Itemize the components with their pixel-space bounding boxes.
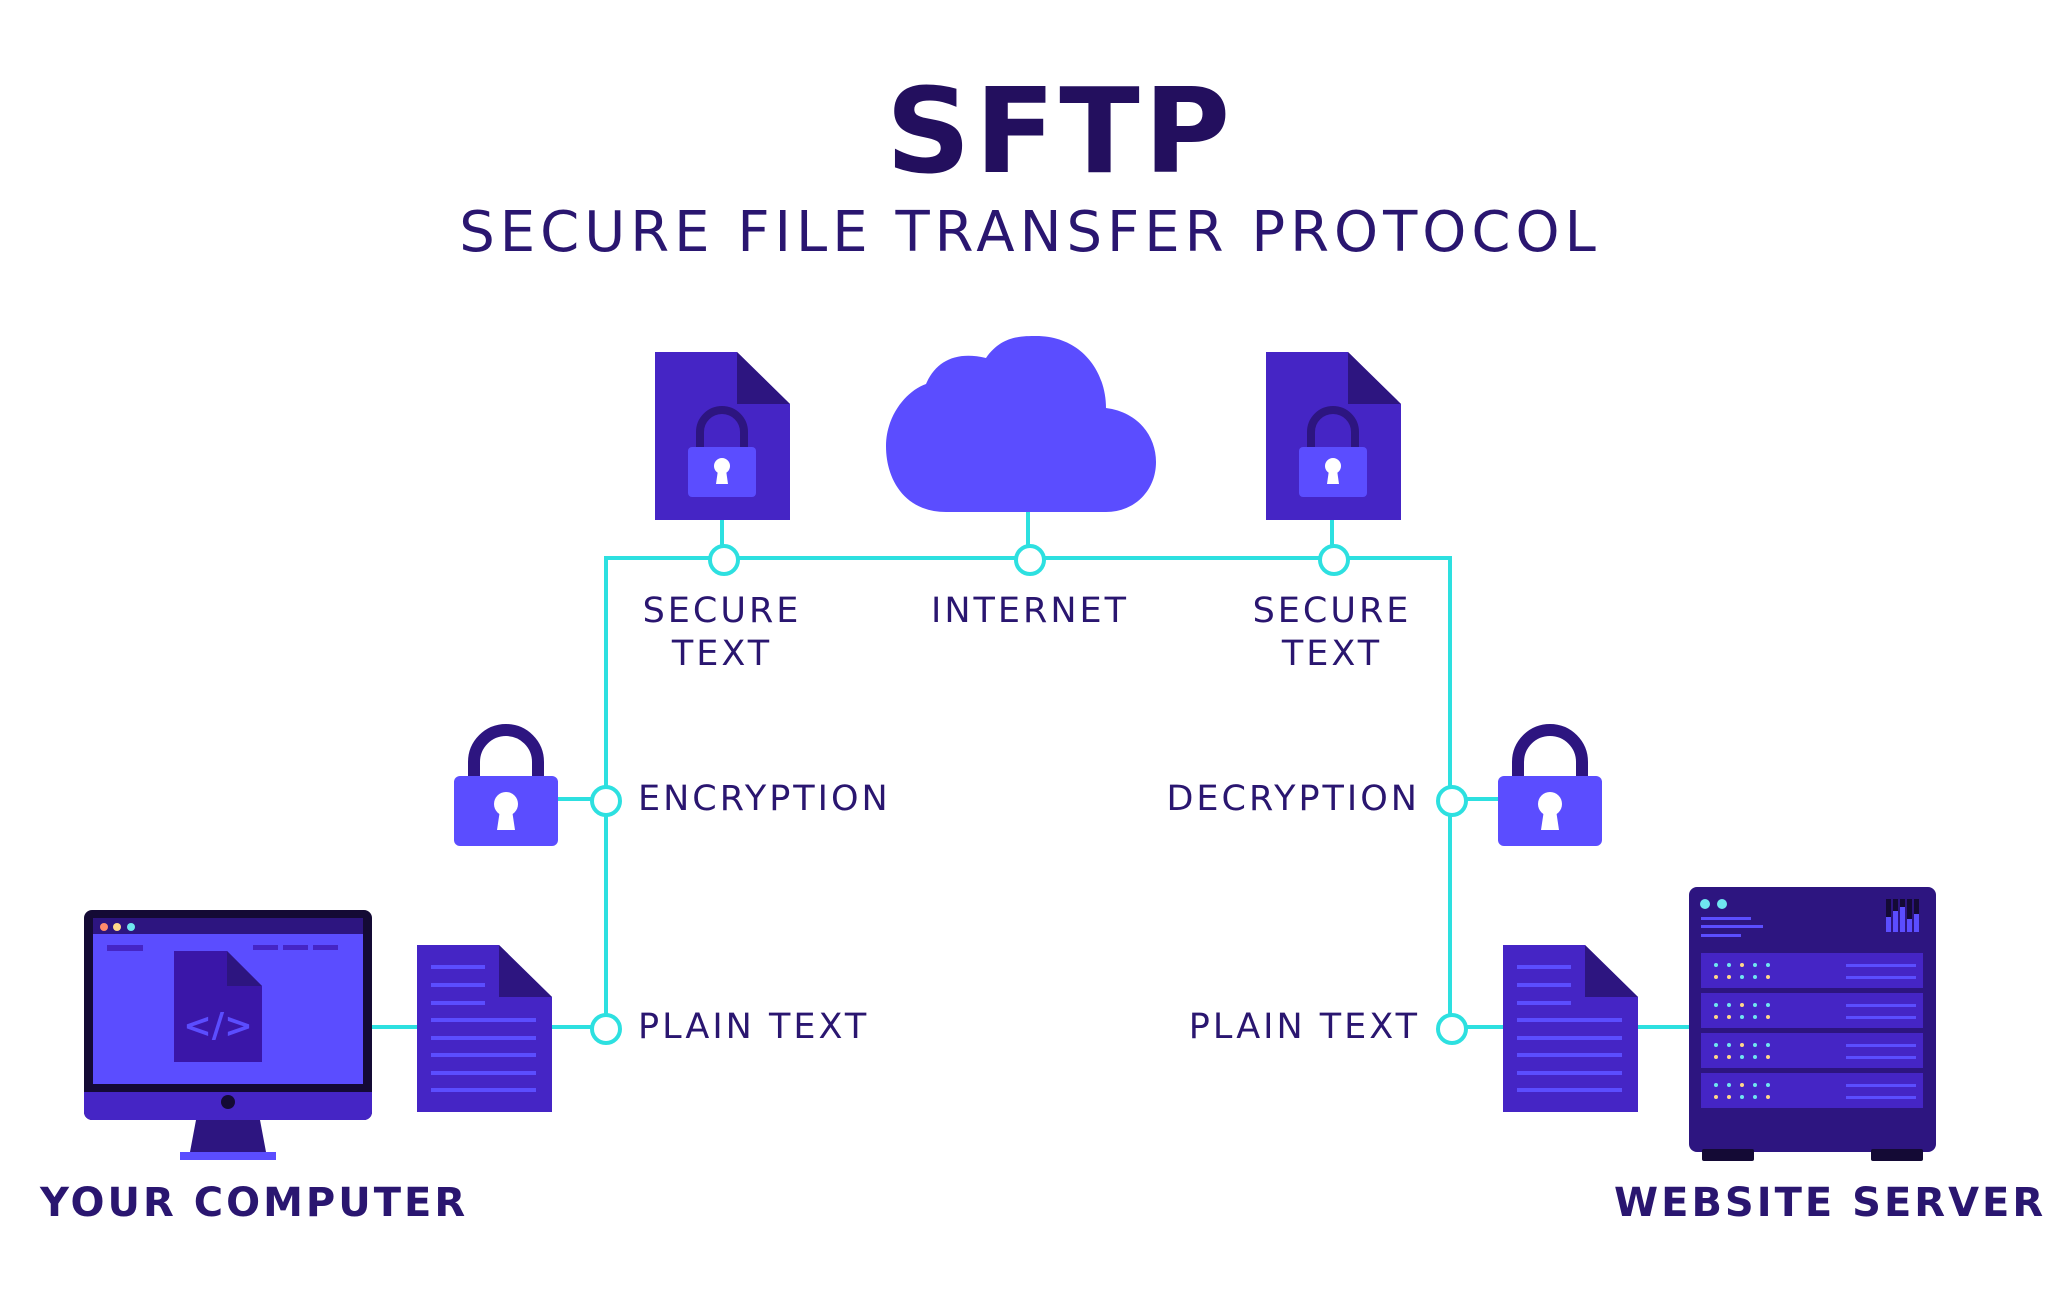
locked-file-icon (655, 352, 790, 520)
computer-icon: </> (84, 910, 372, 1160)
connector-plain-left (540, 1025, 606, 1029)
connector-plain-right (1450, 1025, 1506, 1029)
node-encryption (590, 785, 622, 817)
cloud-icon (886, 336, 1156, 512)
label-internet: INTERNET (931, 591, 1129, 631)
label-website-server: WEBSITE SERVER (1614, 1180, 2047, 1226)
node-internet (1014, 544, 1046, 576)
label-encryption: ENCRYPTION (638, 779, 891, 819)
connector-computer (368, 1025, 420, 1029)
node-secure-text-left (708, 544, 740, 576)
label-plain-text-left: PLAIN TEXT (638, 1007, 870, 1047)
connector-lock-right (1450, 797, 1500, 801)
connector-lock-left (556, 797, 606, 801)
label-plain-text-right: PLAIN TEXT (1188, 1007, 1420, 1047)
padlock-icon (1498, 724, 1602, 846)
page-title: SFTP (885, 62, 1235, 200)
node-secure-text-right (1318, 544, 1350, 576)
node-decryption (1436, 785, 1468, 817)
label-decryption: DECRYPTION (1166, 779, 1420, 819)
connector-left-file-stem (720, 518, 724, 558)
page-subtitle: SECURE FILE TRANSFER PROTOCOL (459, 200, 1601, 265)
node-plain-text-right (1436, 1013, 1468, 1045)
connector-cloud-stem (1026, 506, 1030, 558)
padlock-icon (454, 724, 558, 846)
document-icon (417, 945, 552, 1112)
label-secure-text-left: SECURE TEXT (642, 591, 802, 674)
locked-file-icon (1266, 352, 1401, 520)
connector-right-file-stem (1330, 518, 1334, 558)
label-secure-text-right: SECURE TEXT (1252, 591, 1412, 674)
connector-server (1636, 1025, 1692, 1029)
label-your-computer: YOUR COMPUTER (40, 1180, 469, 1226)
node-plain-text-left (590, 1013, 622, 1045)
document-icon (1503, 945, 1638, 1112)
server-icon (1689, 887, 1936, 1161)
svg-text:</>: </> (183, 1006, 252, 1046)
